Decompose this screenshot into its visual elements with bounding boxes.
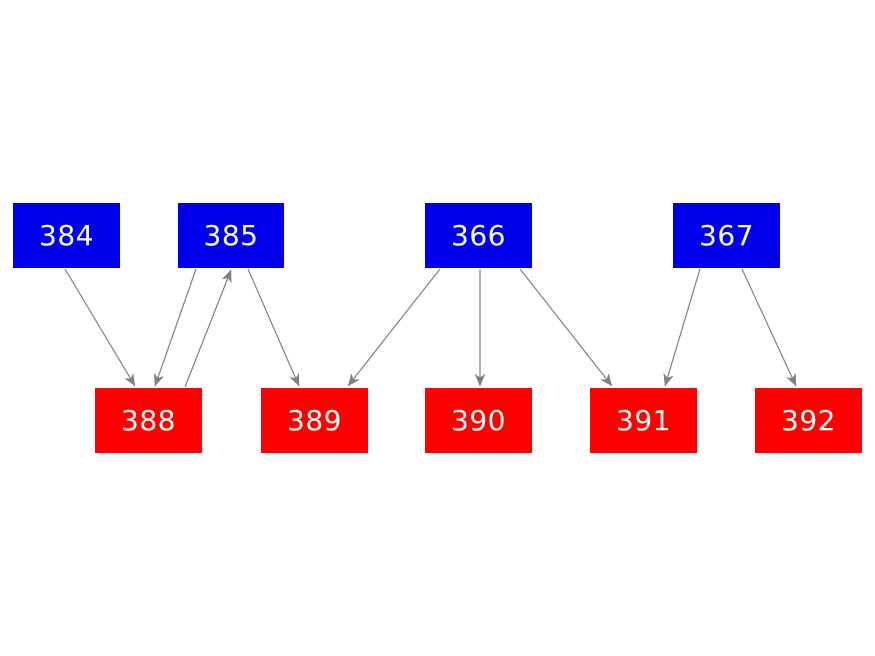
graph-edge-366-to-391 xyxy=(519,268,613,387)
node-label: 366 xyxy=(451,218,506,252)
graph-node-367[interactable]: 367 xyxy=(673,203,780,268)
graph-node-366[interactable]: 366 xyxy=(425,203,532,268)
graph-node-390[interactable]: 390 xyxy=(425,388,532,453)
node-label: 390 xyxy=(451,403,506,437)
graph-edge-384-to-388 xyxy=(64,268,136,387)
graph-node-385[interactable]: 385 xyxy=(178,203,284,268)
node-label: 367 xyxy=(699,218,754,252)
graph-node-391[interactable]: 391 xyxy=(590,388,697,453)
node-label: 391 xyxy=(616,403,671,437)
node-label: 392 xyxy=(781,403,836,437)
graph-edge-367-to-391 xyxy=(663,268,701,387)
graph-edge-388-to-385 xyxy=(184,269,232,388)
node-label: 385 xyxy=(203,218,259,252)
graph-edge-367-to-392 xyxy=(741,268,797,387)
node-label: 384 xyxy=(39,218,94,252)
graph-node-392[interactable]: 392 xyxy=(755,388,862,453)
edge-group xyxy=(64,268,797,388)
graph-node-388[interactable]: 388 xyxy=(95,388,202,453)
graph-edge-385-to-388 xyxy=(154,268,197,387)
graph-node-389[interactable]: 389 xyxy=(261,388,368,453)
graph-node-384[interactable]: 384 xyxy=(13,203,120,268)
graph-edge-366-to-389 xyxy=(347,268,441,387)
node-label: 389 xyxy=(287,403,342,437)
node-label: 388 xyxy=(121,403,176,437)
graph-edge-385-to-389 xyxy=(247,268,300,387)
